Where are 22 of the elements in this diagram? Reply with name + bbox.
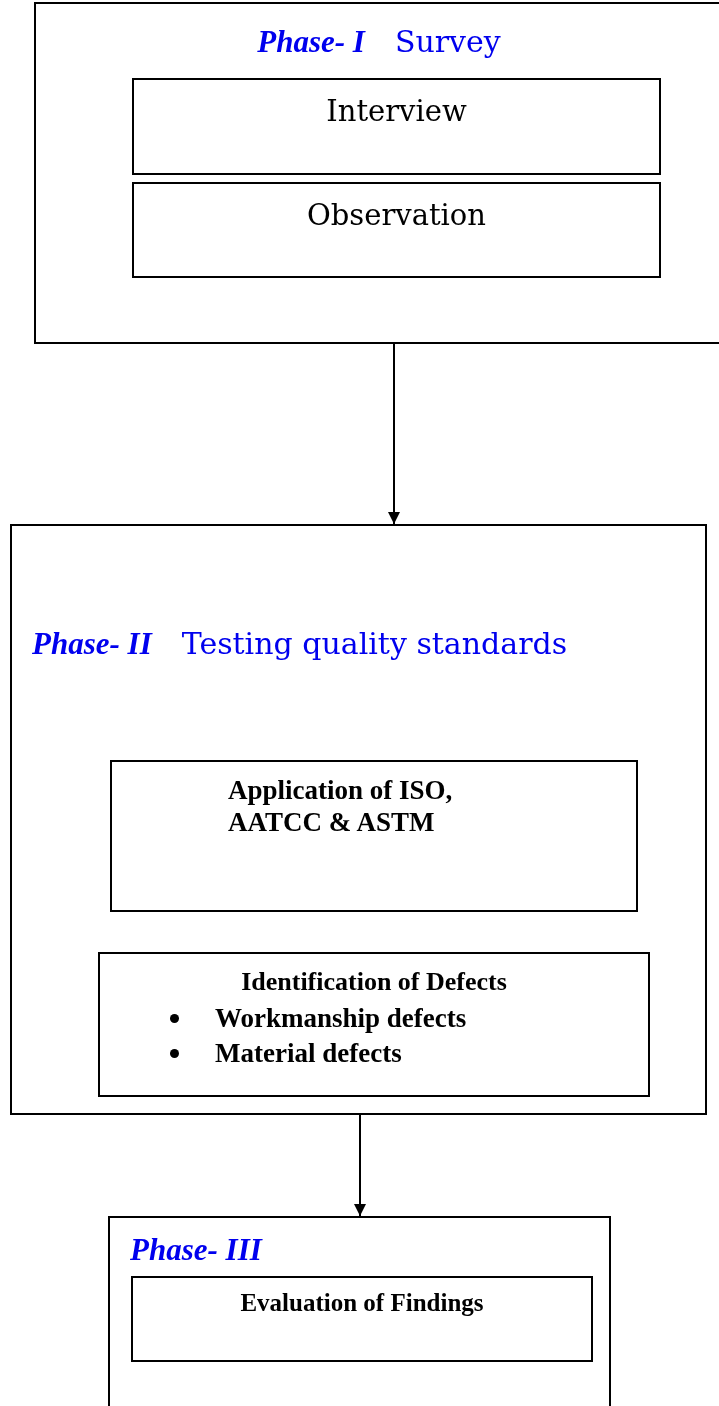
box-label: Application of ISO, AATCC & ASTM [228, 774, 454, 839]
process-box [108, 1216, 611, 1406]
box-label: Evaluation of Findings [239, 1288, 485, 1318]
process-box [34, 2, 719, 344]
phase-title: Testing quality standards [181, 626, 568, 661]
process-box [131, 1276, 593, 1362]
arrow [354, 1114, 366, 1217]
phase-label: Phase- II [32, 626, 152, 662]
phase-title: Survey [394, 24, 501, 59]
process-box [132, 78, 661, 175]
process-box [132, 182, 661, 278]
box-label: Observation [306, 197, 487, 232]
phase-label: Phase- I [257, 24, 365, 60]
arrow [388, 343, 400, 525]
box-heading: Identification of Defects [240, 966, 508, 998]
bullet-item: Material defects [215, 1037, 402, 1071]
box-label: Interview [325, 93, 468, 128]
process-box [98, 952, 650, 1097]
process-box [10, 524, 707, 1115]
bullet-item: Workmanship defects [215, 1002, 467, 1036]
process-box [110, 760, 638, 912]
phase-label: Phase- III [130, 1232, 262, 1268]
